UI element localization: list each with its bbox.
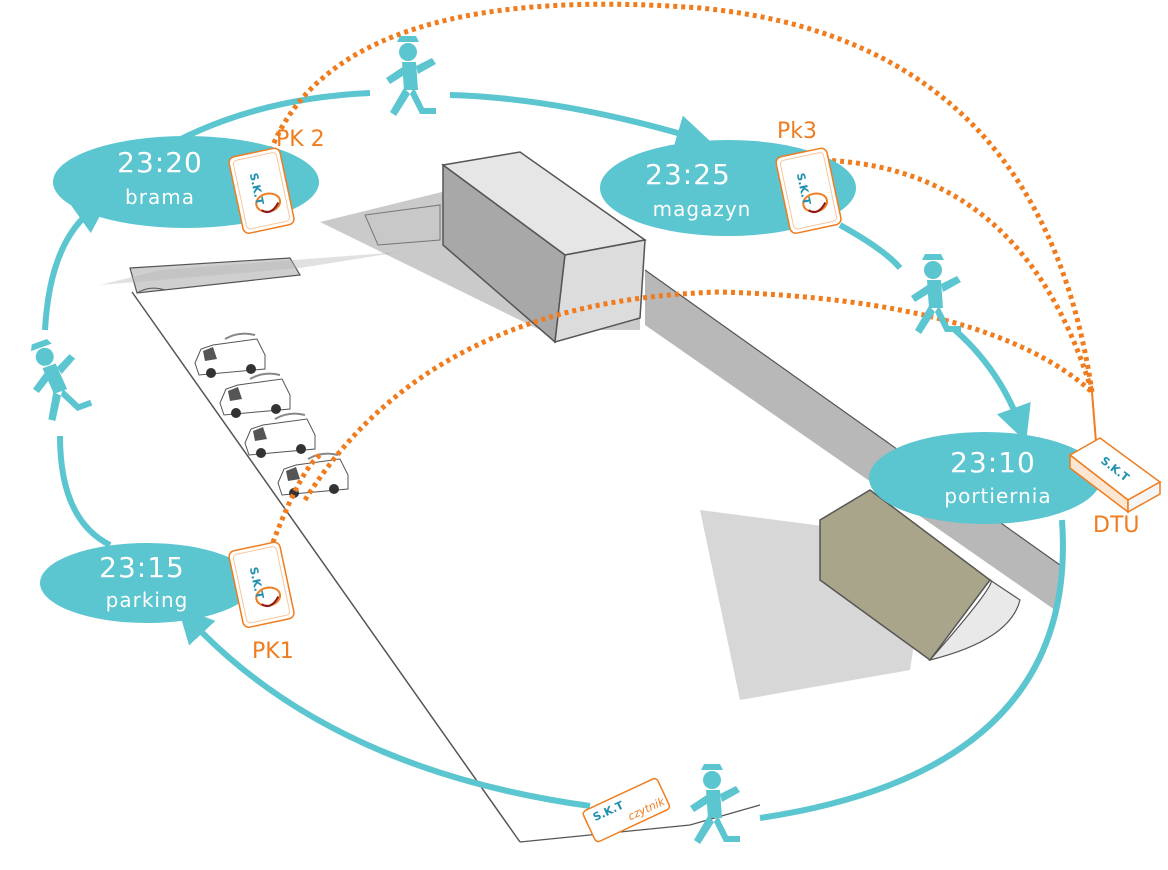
guard-icon xyxy=(386,36,436,116)
checkpoint-time: 23:10 xyxy=(950,446,1036,479)
tag-pk2: PK 2 xyxy=(276,127,325,152)
signal-lines xyxy=(265,1,1095,551)
site-sketch xyxy=(100,151,1061,843)
dtu-device: S.K.T xyxy=(1068,391,1162,514)
checkpoint-time: 23:25 xyxy=(645,158,731,191)
reader-device: S.K.T czytnik xyxy=(582,777,671,843)
tag-pk3: Pk3 xyxy=(777,119,817,144)
tag-pk1: PK1 xyxy=(252,639,294,664)
guard-icon xyxy=(690,764,740,844)
device-pk2: S.K.T xyxy=(227,146,297,236)
device-pk3: S.K.T xyxy=(774,146,844,236)
checkpoint-name: parking xyxy=(106,588,189,612)
checkpoint-name: portiernia xyxy=(944,484,1051,508)
checkpoint-name: brama xyxy=(125,185,195,209)
device-pk1: S.K.T xyxy=(227,540,297,630)
patrol-route xyxy=(42,90,1066,821)
checkpoint-portiernia: 23:10 portiernia xyxy=(869,432,1101,524)
checkpoint-time: 23:20 xyxy=(117,146,203,179)
checkpoint-parking: 23:15 parking xyxy=(40,543,254,623)
checkpoint-time: 23:15 xyxy=(99,551,185,584)
guard-icon xyxy=(18,332,93,425)
tag-dtu: DTU xyxy=(1093,513,1139,538)
checkpoint-name: magazyn xyxy=(653,197,752,221)
